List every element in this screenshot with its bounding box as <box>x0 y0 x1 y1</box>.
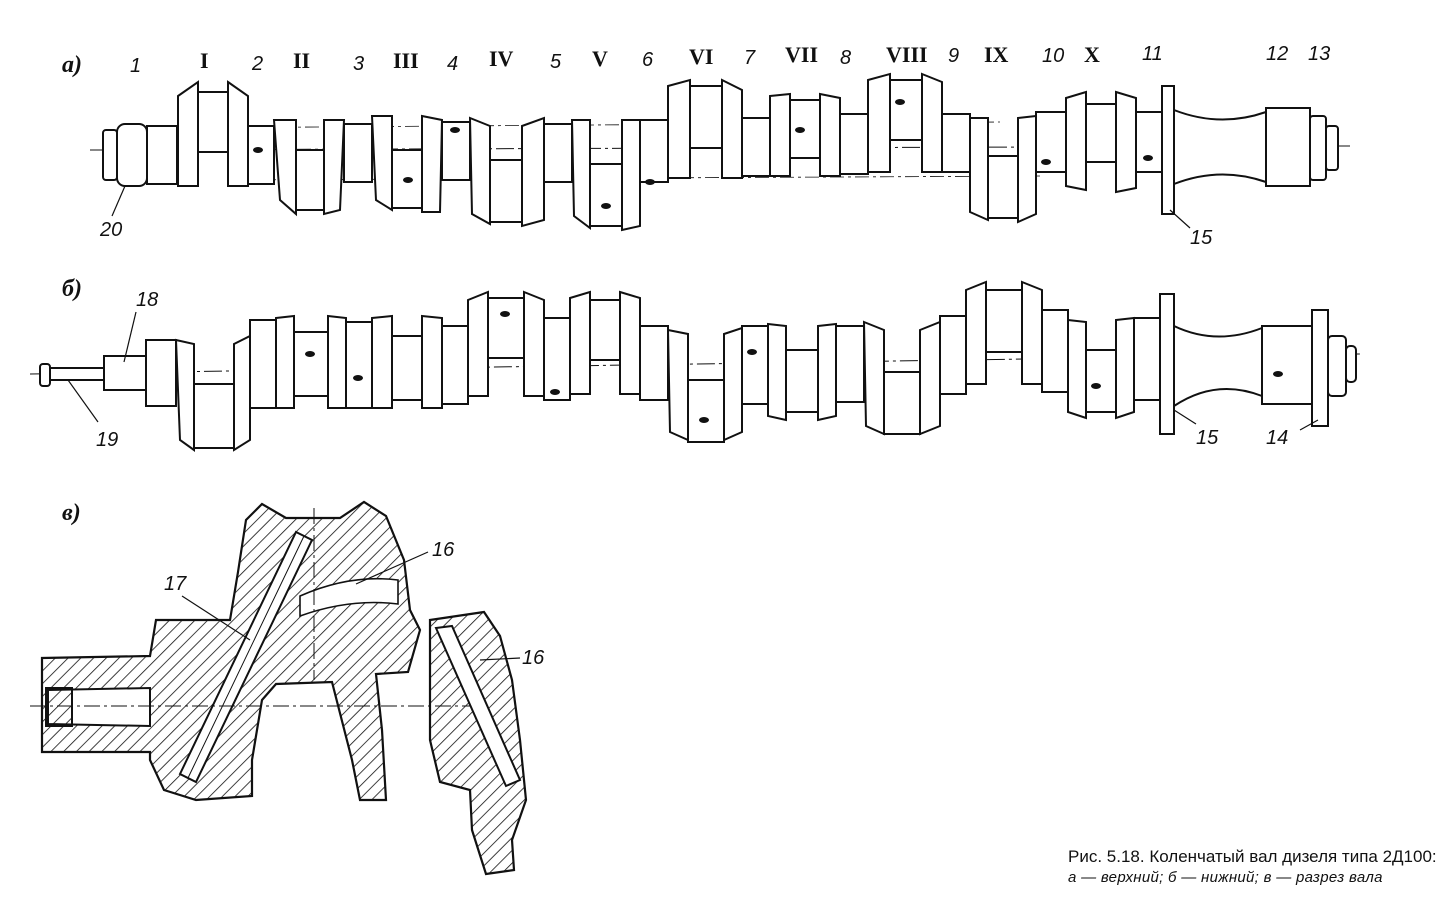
crank-label: IX <box>984 42 1009 67</box>
callout-17: 17 <box>164 573 187 595</box>
journal-label: 4 <box>447 53 458 75</box>
callout-19: 19 <box>96 429 118 451</box>
callout-20: 20 <box>99 219 122 241</box>
crank-label: V <box>592 46 608 71</box>
crank-label: II <box>293 48 310 73</box>
callout-16: 16 <box>522 647 545 669</box>
journal-label: 5 <box>550 51 562 73</box>
journal-label: 13 <box>1308 43 1330 65</box>
journal-label: 1 <box>130 55 141 77</box>
upper-crankshaft: а) 1 2 3 4 5 6 7 8 9 10 11 12 13 I II II… <box>62 42 1351 249</box>
journal-label: 2 <box>251 53 263 75</box>
callout-15: 15 <box>1196 427 1219 449</box>
crank-label: I <box>200 48 209 73</box>
panel-b-label: б) <box>62 276 82 302</box>
callout-16: 16 <box>432 539 455 561</box>
callout-15: 15 <box>1190 227 1213 249</box>
crankshaft-figure: а) 1 2 3 4 5 6 7 8 9 10 11 12 13 I II II… <box>29 42 1361 876</box>
crank-label: III <box>393 48 419 73</box>
journal-label: 6 <box>642 49 654 71</box>
journal-label: 8 <box>840 47 851 69</box>
callout-18: 18 <box>136 289 158 311</box>
crank-label: X <box>1084 42 1100 67</box>
callout-14: 14 <box>1266 427 1288 449</box>
caption-title: Рис. 5.18. Коленчатый вал дизеля типа 2Д… <box>1068 847 1437 866</box>
caption-subtitle: а — верхний; б — нижний; в — разрез вала <box>1068 869 1383 886</box>
journal-label: 7 <box>744 47 756 69</box>
crank-label: IV <box>489 46 514 71</box>
crank-label: VI <box>689 44 713 69</box>
journal-label: 3 <box>353 53 364 75</box>
crank-label: VIII <box>886 42 928 67</box>
panel-c-label: в) <box>62 500 81 526</box>
crank-label: VII <box>785 42 818 67</box>
panel-a-label: а) <box>62 52 82 78</box>
journal-label: 11 <box>1142 43 1163 65</box>
journal-label: 10 <box>1042 45 1064 67</box>
shaft-section: в) 17 16 16 <box>30 500 545 876</box>
figure-caption: Рис. 5.18. Коленчатый вал дизеля типа 2Д… <box>1068 846 1437 888</box>
journal-label: 12 <box>1266 43 1288 65</box>
journal-label: 9 <box>948 45 959 67</box>
lower-crankshaft: б) <box>29 276 1361 452</box>
